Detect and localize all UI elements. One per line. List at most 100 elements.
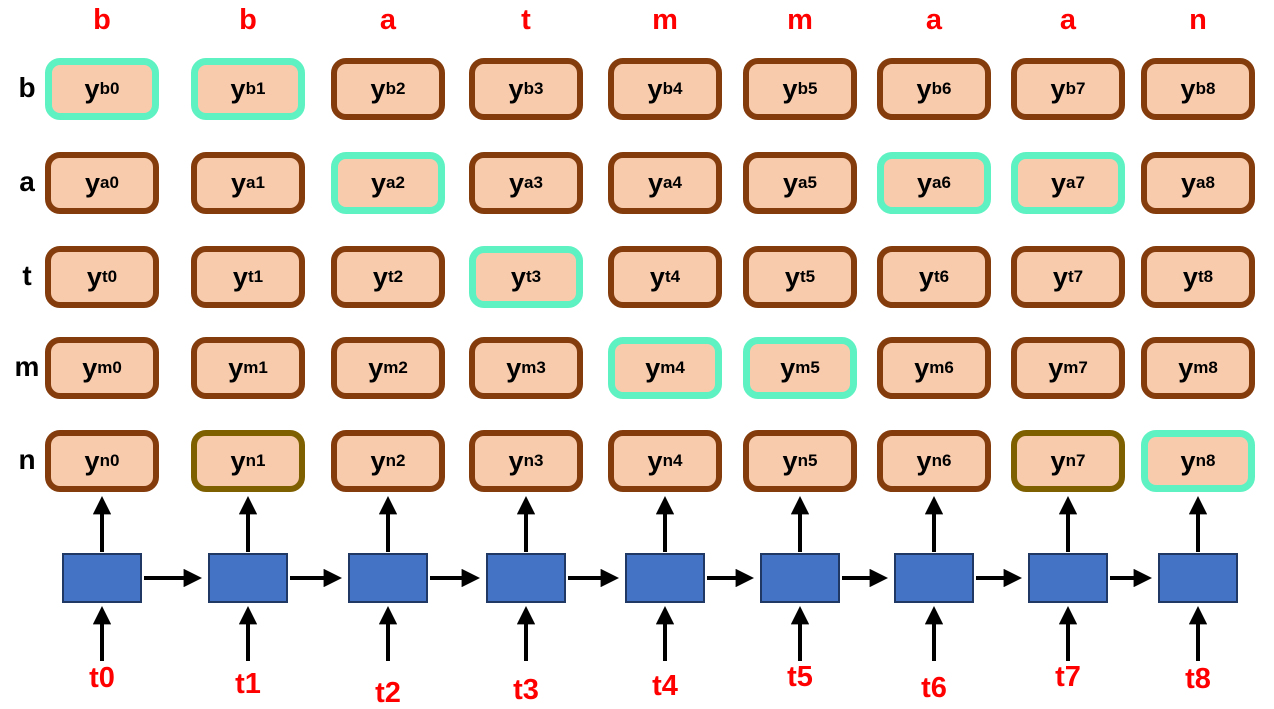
alphabet-row-label: b (18, 72, 36, 103)
predicted-letter: n (1189, 4, 1207, 36)
predicted-letter: m (787, 4, 813, 36)
prob-cell-text: y (84, 73, 100, 104)
predicted-letter: a (925, 4, 943, 36)
prob-cell-text: y (647, 73, 663, 104)
timestep-label: t7 (1055, 661, 1081, 693)
prob-cell-text: y (1048, 352, 1064, 383)
timestep-label: t6 (921, 672, 947, 704)
prob-cell-text: y (916, 73, 932, 104)
prob-cell-text: y (649, 261, 665, 292)
prob-cell-text: y (231, 167, 247, 198)
rnn-cell-8 (1158, 553, 1238, 603)
prob-cell-text: y (648, 167, 664, 198)
prob-cell-text: y (368, 352, 384, 383)
prob-cell-text: y (84, 445, 100, 476)
prob-cell-text: y (508, 73, 524, 104)
rnn-output-arrows (92, 495, 1208, 552)
predicted-letter: a (379, 4, 397, 36)
prob-cell-text: y (82, 352, 98, 383)
rnn-cell-7 (1028, 553, 1108, 603)
prob-cell-text: y (782, 73, 798, 104)
timestep-label: t4 (652, 670, 678, 702)
timestep-label: t8 (1185, 663, 1211, 695)
prob-cell-text: y (232, 261, 248, 292)
prob-cell-text: y (645, 352, 661, 383)
prob-cell-text: y (1050, 445, 1066, 476)
prob-cell-text: y (370, 73, 386, 104)
prob-cell-text: y (230, 445, 246, 476)
prob-cell-text: y (230, 73, 246, 104)
prob-cell-text: y (1050, 73, 1066, 104)
alphabet-row-label: m (14, 351, 40, 382)
alphabet-row-label: a (19, 166, 35, 197)
prob-cell-text: y (1182, 261, 1198, 292)
prob-cell-text: y (647, 445, 663, 476)
prob-cell-text: y (509, 167, 525, 198)
prob-cell-text: y (914, 352, 930, 383)
timestep-label: t1 (235, 668, 261, 700)
predicted-letter: a (1059, 4, 1077, 36)
prob-cell-text: y (1052, 261, 1068, 292)
timestep-label: t0 (89, 662, 115, 694)
prob-cell-text: y (918, 261, 934, 292)
predicted-letter: b (239, 4, 257, 36)
timestep-label: t3 (513, 674, 539, 706)
predicted-letter: b (93, 4, 111, 36)
rnn-cell-1 (208, 553, 288, 603)
prob-cell-text: y (372, 261, 388, 292)
rnn-cell-3 (486, 553, 566, 603)
timestep-label: t5 (787, 661, 813, 693)
prob-cell-text: y (1051, 167, 1067, 198)
prob-cell-text: y (1178, 352, 1194, 383)
prob-cell-text: y (1180, 73, 1196, 104)
prob-cell-text: y (85, 167, 101, 198)
rnn-input-arrows (92, 605, 1208, 661)
prob-cell-text: y (783, 167, 799, 198)
prob-cell-text: y (371, 167, 387, 198)
prob-cell-text: y (1180, 445, 1196, 476)
rnn-cell-5 (760, 553, 840, 603)
predicted-letter: t (521, 4, 531, 36)
prob-cell-text: y (782, 445, 798, 476)
prob-cell-text: y (780, 352, 796, 383)
prob-cell-text: y (784, 261, 800, 292)
prob-cell-text: y (506, 352, 522, 383)
prob-cell-text: y (916, 445, 932, 476)
